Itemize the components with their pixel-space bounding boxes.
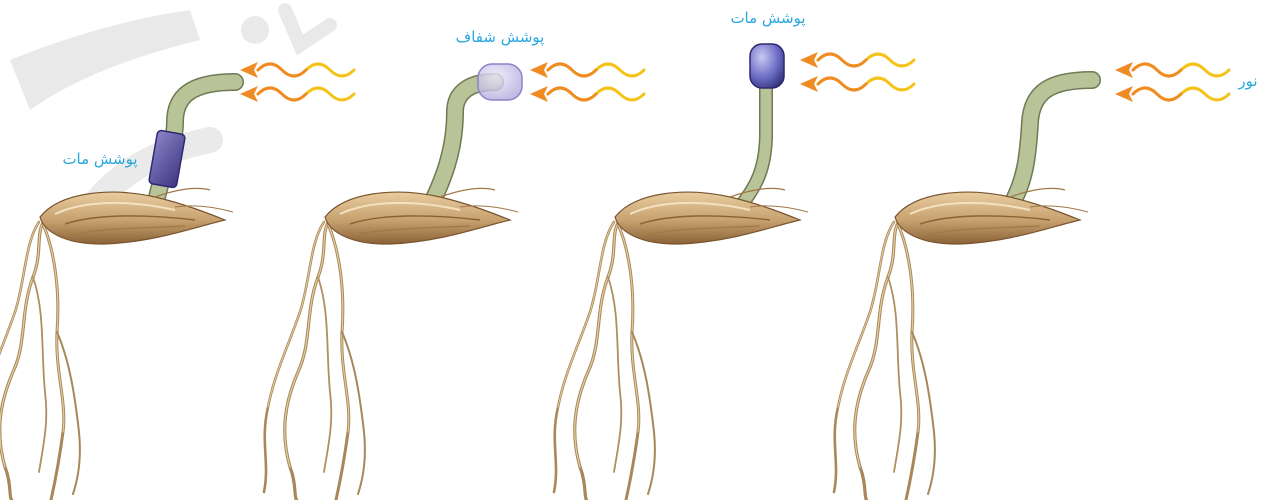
light-rays-4: [1115, 62, 1229, 102]
seed: [615, 188, 808, 244]
transparent-tip-cover: [478, 64, 522, 100]
opaque-tip-cover: [750, 44, 784, 88]
light-rays-3: [800, 52, 914, 92]
seedling-2-label: پوشش شفاف: [456, 28, 545, 47]
seedling-4: [834, 80, 1092, 500]
light-rays-2: [530, 62, 644, 102]
roots: [0, 220, 80, 500]
seedling-3-label: پوشش مات: [730, 9, 805, 28]
seedling-3: [554, 44, 808, 500]
opaque-band-cover: [149, 130, 186, 188]
light-label: نور: [1237, 72, 1257, 90]
roots: [834, 220, 935, 500]
seedling-2: [264, 64, 522, 500]
roots: [264, 220, 365, 500]
seed: [325, 188, 518, 244]
light-rays-1: [240, 62, 354, 102]
roots: [554, 220, 655, 500]
seed: [40, 188, 233, 244]
seedling-1-label: پوشش مات: [62, 150, 137, 169]
seed: [895, 188, 1088, 244]
